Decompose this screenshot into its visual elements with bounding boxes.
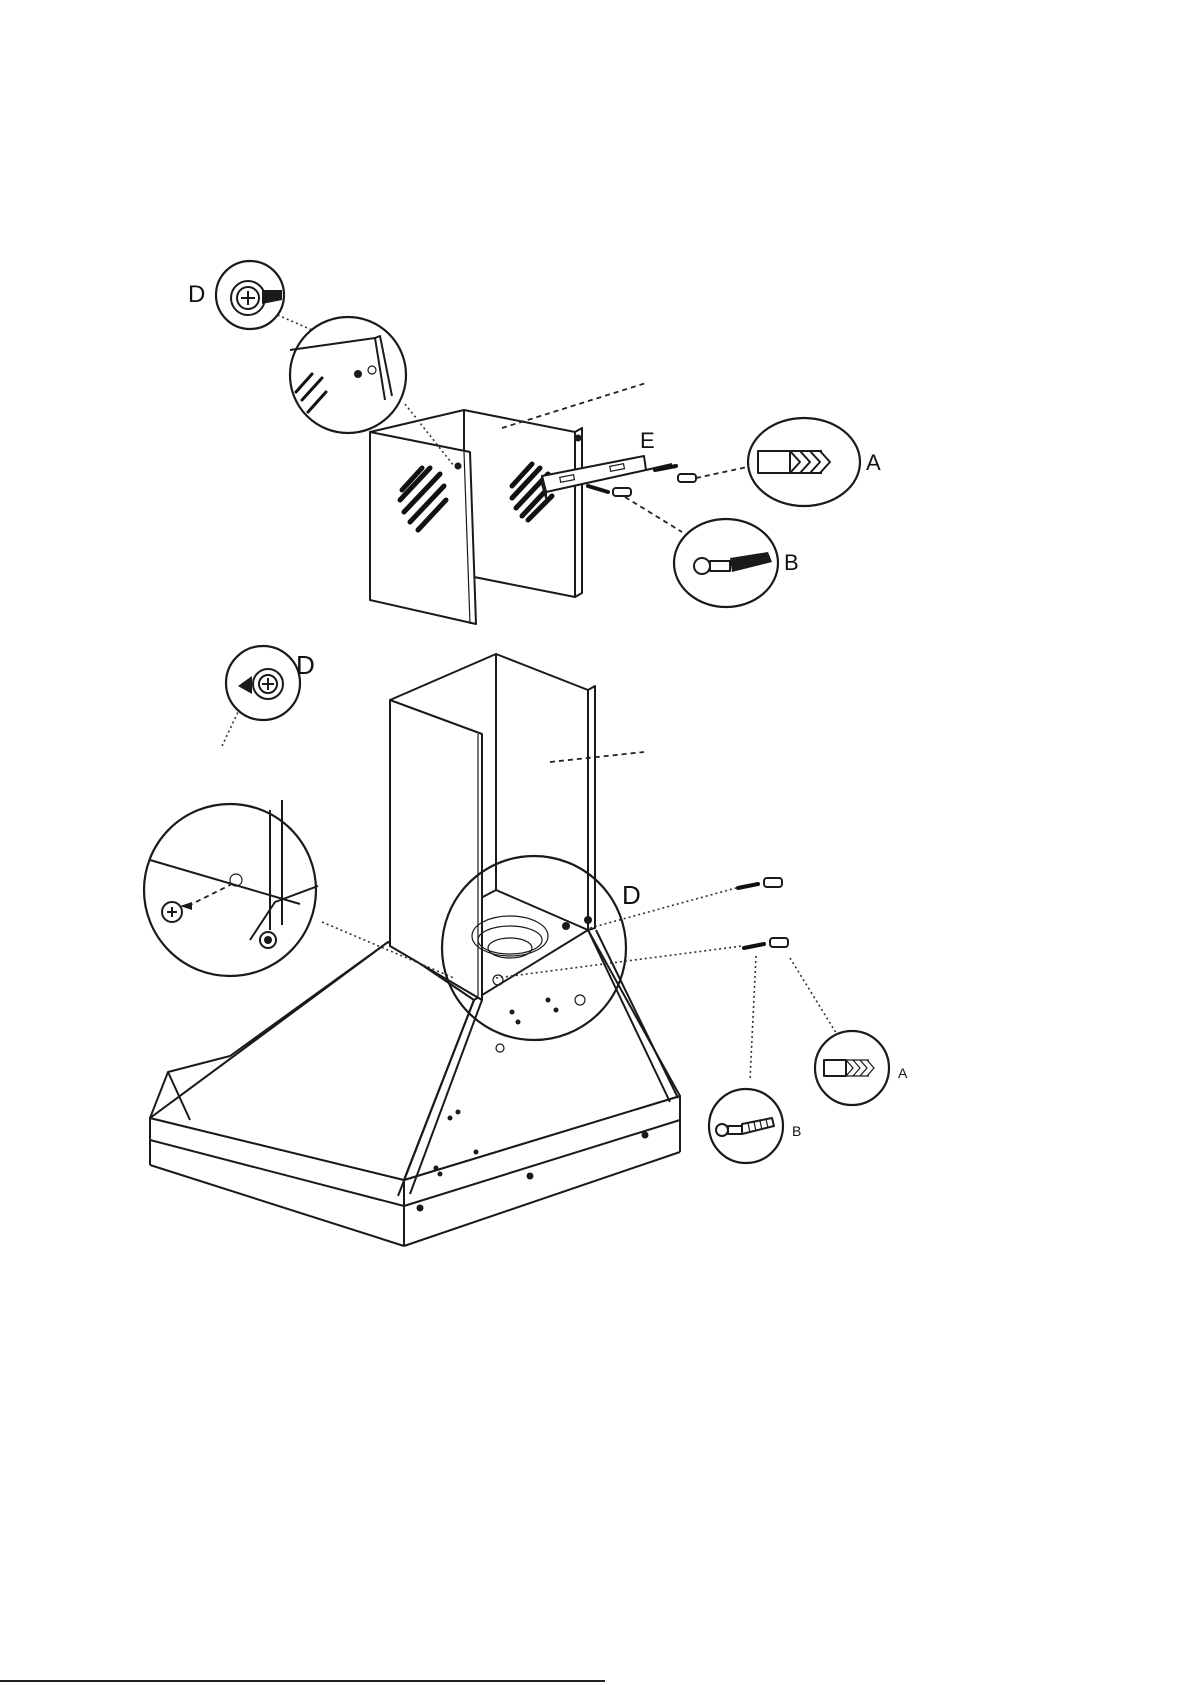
callout-screw-b-top (674, 519, 778, 607)
detail-magnifier-bottom-left (144, 800, 318, 976)
leader-upper-fixings (590, 888, 736, 928)
label-e-top: E (640, 428, 655, 453)
leader-anchor-a-top (696, 466, 752, 478)
bottom-figure-hood-assembly: D D (144, 646, 908, 1246)
leader-chimney-top (502, 383, 646, 428)
leader-screw-b-bottom (750, 956, 756, 1080)
label-a-top: A (866, 450, 881, 475)
callout-anchor-a-top (748, 418, 860, 506)
leader-screw-d-bottom (222, 712, 238, 746)
page-footer-rule (0, 1680, 605, 1682)
top-figure-chimney-assembly: D E A (188, 261, 881, 624)
callout-screw-d-bottom (226, 646, 300, 720)
label-d-top: D (188, 281, 205, 308)
label-a-bottom: A (898, 1065, 908, 1081)
callout-screw-b-bottom (709, 1089, 783, 1163)
loose-fixings (738, 878, 788, 948)
label-b-bottom: B (792, 1123, 801, 1139)
detail-magnifier-top (290, 317, 406, 433)
upper-chimney-cover (370, 410, 582, 624)
leader-screw-d-top (273, 313, 312, 330)
callout-screw-d-top (216, 261, 284, 329)
leader-anchor-a-bottom (790, 958, 838, 1036)
hood-canopy (150, 930, 680, 1246)
callout-anchor-a-bottom (815, 1031, 889, 1105)
label-d-chimney: D (622, 880, 641, 910)
label-d-bottom: D (296, 650, 315, 680)
leader-screw-b-top (625, 497, 682, 532)
label-b-top: B (784, 550, 799, 575)
